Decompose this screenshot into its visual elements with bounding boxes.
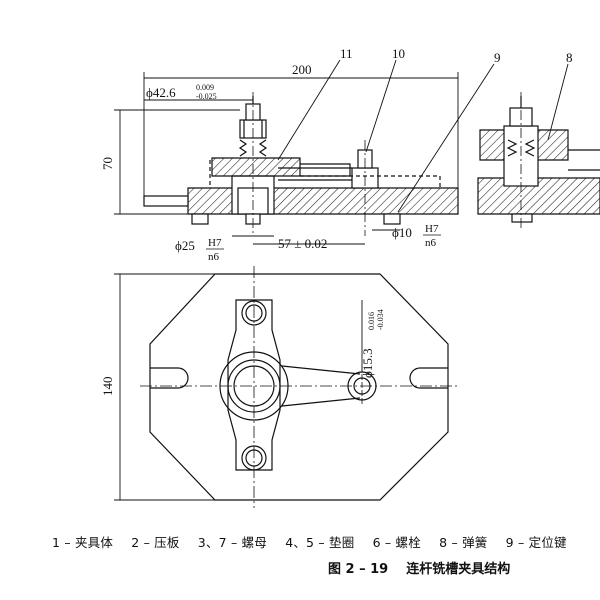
callout-labels: 11 10 9 8: [340, 46, 573, 65]
dim-phi-10-fit-n6: n6: [425, 237, 437, 249]
locating-key-left: [191, 213, 209, 225]
dim-phi-42-6-lower: -0.025: [196, 92, 217, 101]
legend-item: 1 – 夹具体: [52, 535, 114, 550]
legend-item: 9 – 定位键: [505, 535, 567, 550]
dim-200: 200: [292, 62, 312, 77]
dim-70: 70: [100, 157, 115, 170]
front-dimensions: [114, 59, 569, 245]
callout-10: 10: [392, 46, 405, 61]
dim-phi-15-3-lower: -0.034: [376, 309, 385, 330]
parts-legend: 1 – 夹具体 2 – 压板 3、7 – 螺母 4、5 – 垫圈 6 – 螺栓 …: [52, 532, 600, 551]
fixture-base-section: [187, 187, 459, 215]
workpiece-rod: [278, 167, 352, 181]
dim-phi-15-3-upper: 0.016: [367, 312, 376, 330]
dim-phi-25-fit-n6: n6: [208, 251, 220, 263]
side-base-section: [477, 177, 600, 215]
figure-number: 图 2 – 19: [328, 562, 389, 577]
callout-9: 9: [494, 50, 501, 65]
figure-caption: 图 2 – 19 连杆铣槽夹具结构: [328, 558, 528, 577]
front-section-view: [143, 92, 459, 236]
top-plan-view: [140, 266, 458, 508]
dim-phi-10-fit-h7: H7: [425, 223, 439, 235]
dim-phi-15-3: ϕ15.3: [360, 348, 375, 378]
figure-title: 连杆铣槽夹具结构: [406, 562, 511, 577]
legend-item: 4、5 – 垫圈: [285, 535, 355, 550]
dim-phi-25-fit-h7: H7: [208, 237, 222, 249]
legend-item: 8 – 弹簧: [439, 535, 488, 550]
spring-side: [506, 139, 536, 157]
clamp-arm: [227, 299, 281, 471]
spring-left: [238, 139, 268, 157]
dim-phi-10: ϕ10: [392, 225, 412, 240]
top-dimensions: [114, 273, 363, 501]
callout-8: 8: [566, 50, 573, 65]
side-section-view: [477, 92, 600, 228]
legend-item: 3、7 – 螺母: [197, 535, 267, 550]
fixture-body-outline: [149, 273, 449, 501]
legend-item: 2 – 压板: [131, 535, 180, 550]
dim-phi-25: ϕ25: [175, 238, 195, 253]
dimension-labels: 200 ϕ42.6 0.009 -0.025 70 ϕ25 H7 n6 57 ±…: [100, 62, 441, 396]
dim-phi-42-6: ϕ42.6: [146, 85, 176, 100]
clamp-plate-section: [211, 157, 301, 177]
dim-140: 140: [100, 377, 115, 397]
dim-phi-42-6-upper: 0.009: [196, 83, 214, 92]
legend-item: 6 – 螺栓: [372, 535, 421, 550]
callout-11: 11: [340, 46, 353, 61]
connecting-rod: [281, 365, 361, 407]
dim-57: 57 ± 0.02: [278, 236, 327, 251]
locating-key-right: [383, 213, 401, 225]
slot-left: [150, 367, 189, 389]
slot-right: [409, 367, 448, 389]
